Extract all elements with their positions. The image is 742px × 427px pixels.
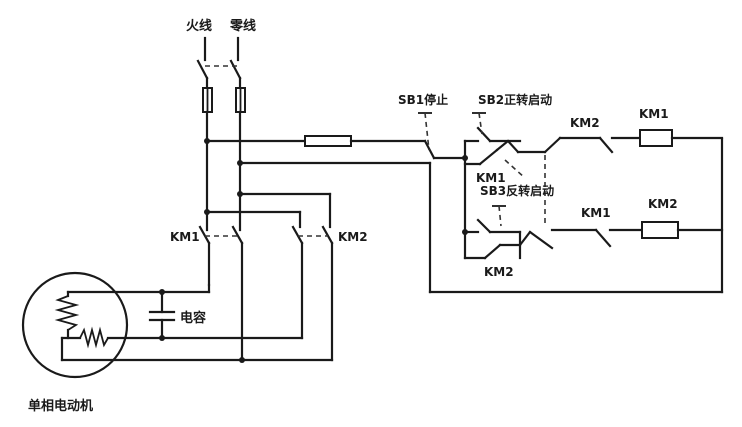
capacitor — [66, 283, 211, 340]
supply-lines — [196, 36, 242, 90]
mechanical-linkages — [504, 155, 546, 225]
km2-main-contacts — [291, 192, 334, 362]
fuses — [202, 87, 246, 113]
km1-main-contacts — [198, 225, 244, 362]
km2-main-label: KM2 — [338, 230, 368, 244]
motor-label: 单相电动机 — [28, 398, 93, 414]
sb1-stop-button — [418, 112, 467, 160]
km2-interlock-label: KM2 — [484, 265, 514, 279]
km1-main-label: KM1 — [170, 230, 200, 244]
km1-interlock-label: KM1 — [476, 171, 506, 185]
control-fuse — [304, 135, 352, 147]
live-wire-label: 火线 — [186, 18, 212, 34]
reverse-branch — [462, 205, 724, 260]
sb2-label: SB2正转启动 — [478, 92, 552, 107]
forward-branch — [462, 112, 724, 234]
neutral-wire-label: 零线 — [229, 18, 256, 34]
km2-coil-label: KM2 — [648, 197, 678, 211]
motor — [21, 271, 334, 379]
km2-coil — [641, 221, 679, 239]
capacitor-label: 电容 — [180, 310, 206, 326]
control-return — [428, 137, 724, 294]
km1-ctrl-label: KM1 — [581, 206, 611, 220]
km1-coil — [639, 129, 673, 147]
km1-coil-label: KM1 — [639, 107, 669, 121]
main-bus — [204, 110, 432, 232]
km2-ctrl-label: KM2 — [570, 116, 600, 130]
sb1-label: SB1停止 — [398, 92, 448, 107]
sb3-label: SB3反转启动 — [480, 183, 554, 198]
